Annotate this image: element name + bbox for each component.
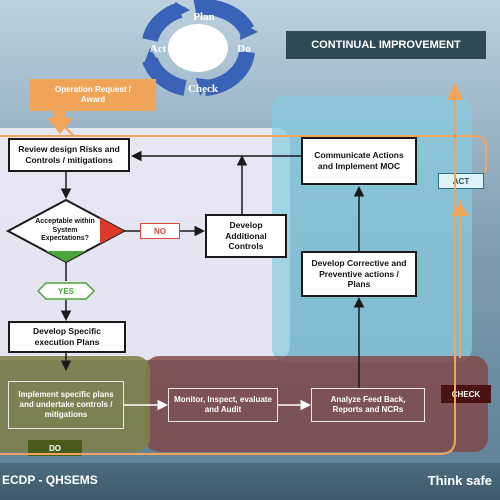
check-tag: CHECK (441, 385, 491, 403)
implement-plans-box: Implement specific plans and undertake c… (8, 381, 124, 429)
footer-bar (0, 463, 500, 500)
cycle-ring (142, 0, 258, 96)
develop-corrective-actions-box: Develop Corrective and Preventive action… (301, 251, 417, 297)
cycle-plan-label: Plan (193, 11, 214, 23)
yes-label: YES (57, 286, 74, 296)
cycle-check-label: Check (188, 83, 219, 95)
continual-improvement-title: CONTINUAL IMPROVEMENT (286, 31, 486, 59)
communicate-actions-box: Communicate Actions and Implement MOC (301, 137, 417, 185)
footer-right-text: Think safe (427, 472, 492, 488)
act-zone (272, 96, 472, 362)
do-tag: DO (28, 440, 82, 456)
monitor-inspect-box: Monitor, Inspect, evaluate and Audit (168, 388, 278, 422)
develop-additional-controls-box: Develop Additional Controls (205, 214, 287, 258)
review-design-risks-box: Review design Risks and Controls / mitig… (8, 138, 130, 172)
analyze-feedback-box: Analyze Feed Back, Reports and NCRs (311, 388, 425, 422)
develop-execution-plans-box: Develop Specific execution Plans (8, 321, 126, 353)
footer-left-text: ECDP - QHSEMS (2, 473, 98, 487)
cycle-do-label: Do (237, 43, 251, 55)
cycle-act-label: Act (150, 43, 167, 55)
act-tag: ACT (438, 173, 484, 189)
no-tag: NO (140, 223, 180, 239)
operation-request-box: Operation Request / Award (30, 79, 156, 111)
decision-text: Acceptable within System Expectations? (35, 217, 95, 243)
